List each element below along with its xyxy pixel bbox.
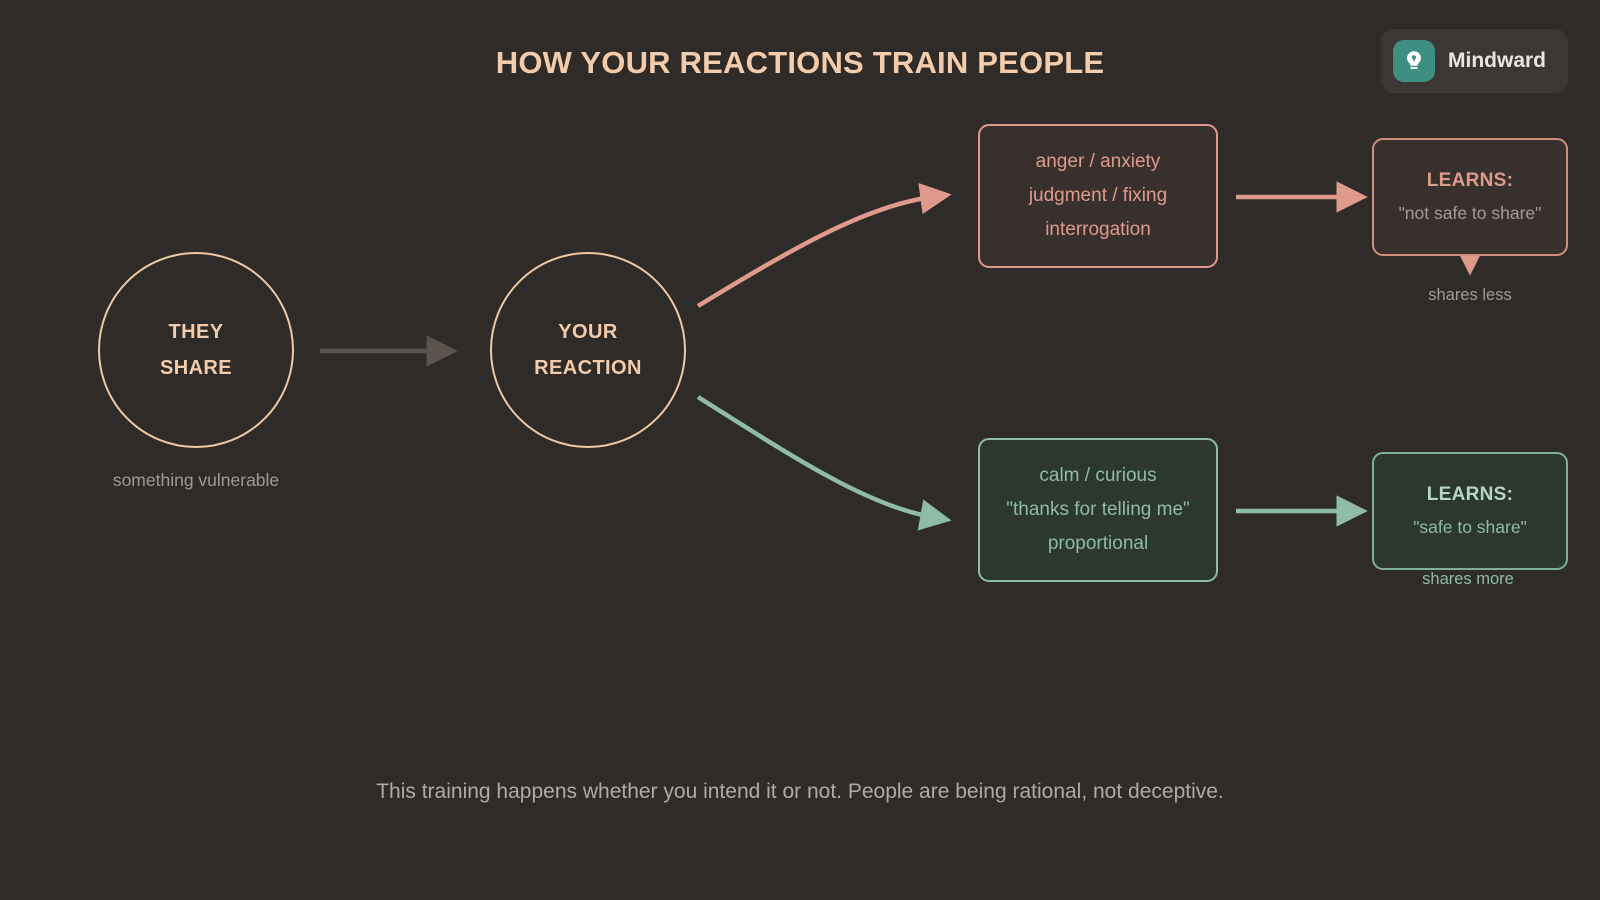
- negative-trait-1: anger / anxiety: [1035, 151, 1161, 173]
- box-learns-safe[interactable]: LEARNS: "safe to share": [1372, 452, 1568, 570]
- page-title: HOW YOUR REACTIONS TRAIN PEOPLE: [495, 45, 1105, 80]
- node-your-reaction-line2: REACTION: [534, 357, 642, 379]
- node-they-share-line2: SHARE: [159, 357, 232, 379]
- node-your-reaction-line1: YOUR: [558, 321, 618, 343]
- outcome-shares-less: shares less: [1428, 286, 1512, 304]
- learns-neg-label: LEARNS:: [1426, 170, 1514, 191]
- negative-trait-3: interrogation: [1045, 218, 1151, 240]
- footer-note: This training happens whether you intend…: [376, 780, 1224, 803]
- positive-trait-2: "thanks for telling me": [1006, 499, 1190, 521]
- arrow-reaction-to-negative: [696, 182, 952, 308]
- node-they-share[interactable]: THEY SHARE: [98, 252, 294, 448]
- box-learns-not-safe[interactable]: LEARNS: "not safe to share": [1372, 138, 1568, 256]
- node-they-share-line1: THEY: [168, 321, 224, 343]
- box-negative-reaction[interactable]: anger / anxiety judgment / fixing interr…: [978, 124, 1218, 268]
- learns-pos-quote: "safe to share": [1413, 517, 1527, 537]
- learns-pos-label: LEARNS:: [1426, 484, 1514, 505]
- brand-name: Mindward: [1448, 49, 1546, 72]
- box-positive-reaction[interactable]: calm / curious "thanks for telling me" p…: [978, 438, 1218, 582]
- lightbulb-icon: [1393, 40, 1435, 82]
- arrow-reaction-to-positive: [696, 395, 952, 531]
- caption-something-vulnerable: something vulnerable: [112, 470, 280, 490]
- outcome-shares-more: shares more: [1422, 570, 1514, 588]
- brand-badge: Mindward: [1381, 29, 1568, 93]
- positive-trait-1: calm / curious: [1039, 465, 1157, 487]
- positive-trait-3: proportional: [1047, 532, 1149, 554]
- negative-trait-2: judgment / fixing: [1028, 185, 1168, 207]
- learns-neg-quote: "not safe to share": [1398, 203, 1542, 223]
- node-your-reaction[interactable]: YOUR REACTION: [490, 252, 686, 448]
